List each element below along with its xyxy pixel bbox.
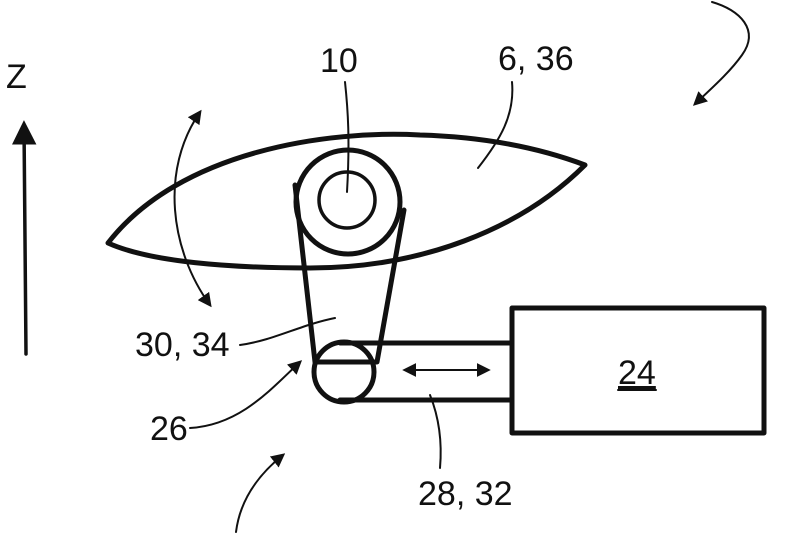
label-pivot: 10 [320,42,358,80]
z-axis-label: Z [6,58,27,96]
actuator-box [509,305,767,436]
leader-pivot [344,81,350,193]
push-rod [337,340,515,403]
leader-blade [477,81,514,169]
label-arm: 30, 34 [135,326,230,364]
label-blade: 6, 36 [498,40,574,78]
label-joint: 26 [150,410,188,448]
leader-rod [429,394,442,469]
reference-arrow-top [692,1,750,106]
reference-arrow-bottom [235,453,286,533]
lever-arm [292,182,407,365]
label-actuator: 24 [618,354,656,392]
leader-arm [239,317,336,346]
blade-shape [105,131,588,271]
rotation-arrow [173,109,212,308]
joint-circle [311,339,377,405]
z-axis-arrow [11,120,37,356]
label-rod: 28, 32 [418,475,513,513]
leader-joint [189,360,303,429]
